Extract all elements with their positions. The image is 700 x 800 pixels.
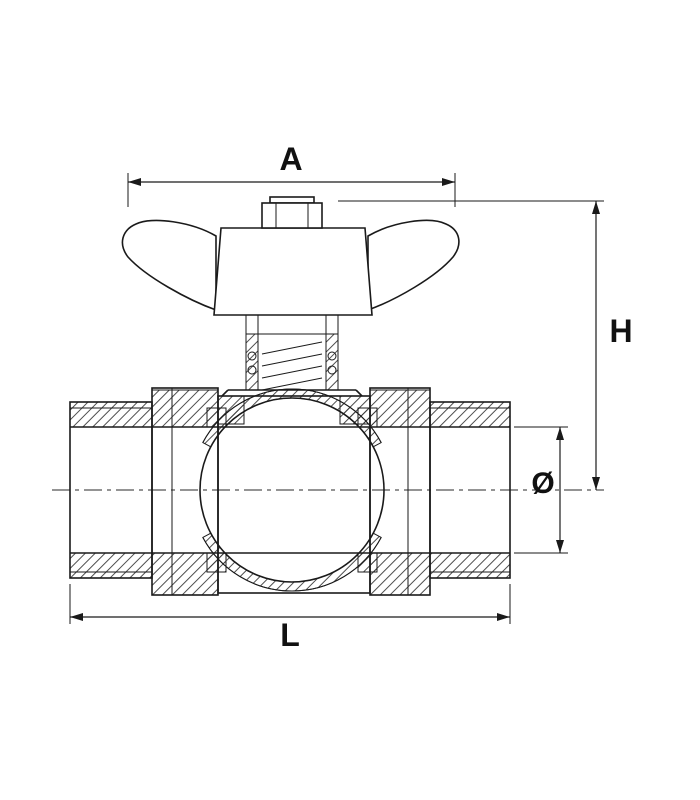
o-ring	[247, 351, 257, 361]
spring-coil	[261, 353, 323, 367]
dimension-l: L	[69, 584, 511, 653]
left-pipe-bottom-wall	[69, 552, 153, 579]
right-pipe-top-wall	[429, 401, 511, 428]
dim-l-arrow-right	[497, 613, 510, 621]
dim-h-arrow-bottom	[592, 477, 600, 490]
handle-left-wing	[121, 219, 217, 312]
dim-a-arrow-right	[442, 178, 455, 186]
right-hex-top-wall	[369, 389, 431, 428]
dimension-l-label: L	[280, 617, 300, 653]
gland-flange-left	[221, 389, 229, 397]
cavity-arc-top	[202, 388, 382, 443]
right-pipe-bottom-wall	[429, 552, 511, 579]
dim-dia-arrow-top	[556, 427, 564, 440]
o-ring	[327, 351, 337, 361]
dimension-h: H	[338, 200, 633, 490]
valve-body	[69, 387, 511, 596]
dimension-a-label: A	[279, 141, 302, 177]
o-ring	[327, 365, 337, 375]
dimension-a: A	[127, 141, 456, 207]
ball	[199, 397, 385, 583]
handle-hub	[213, 227, 373, 316]
right-hex-bottom-wall	[369, 552, 431, 596]
center-body	[217, 395, 371, 594]
dim-a-arrow-left	[128, 178, 141, 186]
dim-h-arrow-top	[592, 201, 600, 214]
stem-assembly	[221, 315, 363, 397]
dimension-diameter-label: Ø	[531, 467, 554, 500]
gland-right-wall	[325, 333, 339, 391]
stem-nut	[261, 202, 323, 229]
spring-coil	[261, 341, 323, 355]
butterfly-handle	[121, 196, 460, 316]
gland-left-wall	[245, 333, 259, 391]
handle-right-wing	[367, 219, 460, 312]
dimension-h-label: H	[609, 313, 632, 349]
o-ring	[247, 365, 257, 375]
dim-l-arrow-left	[70, 613, 83, 621]
cavity-arc-bottom	[202, 537, 382, 592]
dimension-diameter: Ø	[514, 426, 568, 554]
spring-coil	[261, 365, 323, 379]
stem-cap	[269, 196, 315, 204]
left-pipe-top-wall	[69, 401, 153, 428]
gland-flange-right	[355, 389, 363, 397]
spring-coil	[261, 377, 323, 391]
dim-dia-arrow-bottom	[556, 540, 564, 553]
